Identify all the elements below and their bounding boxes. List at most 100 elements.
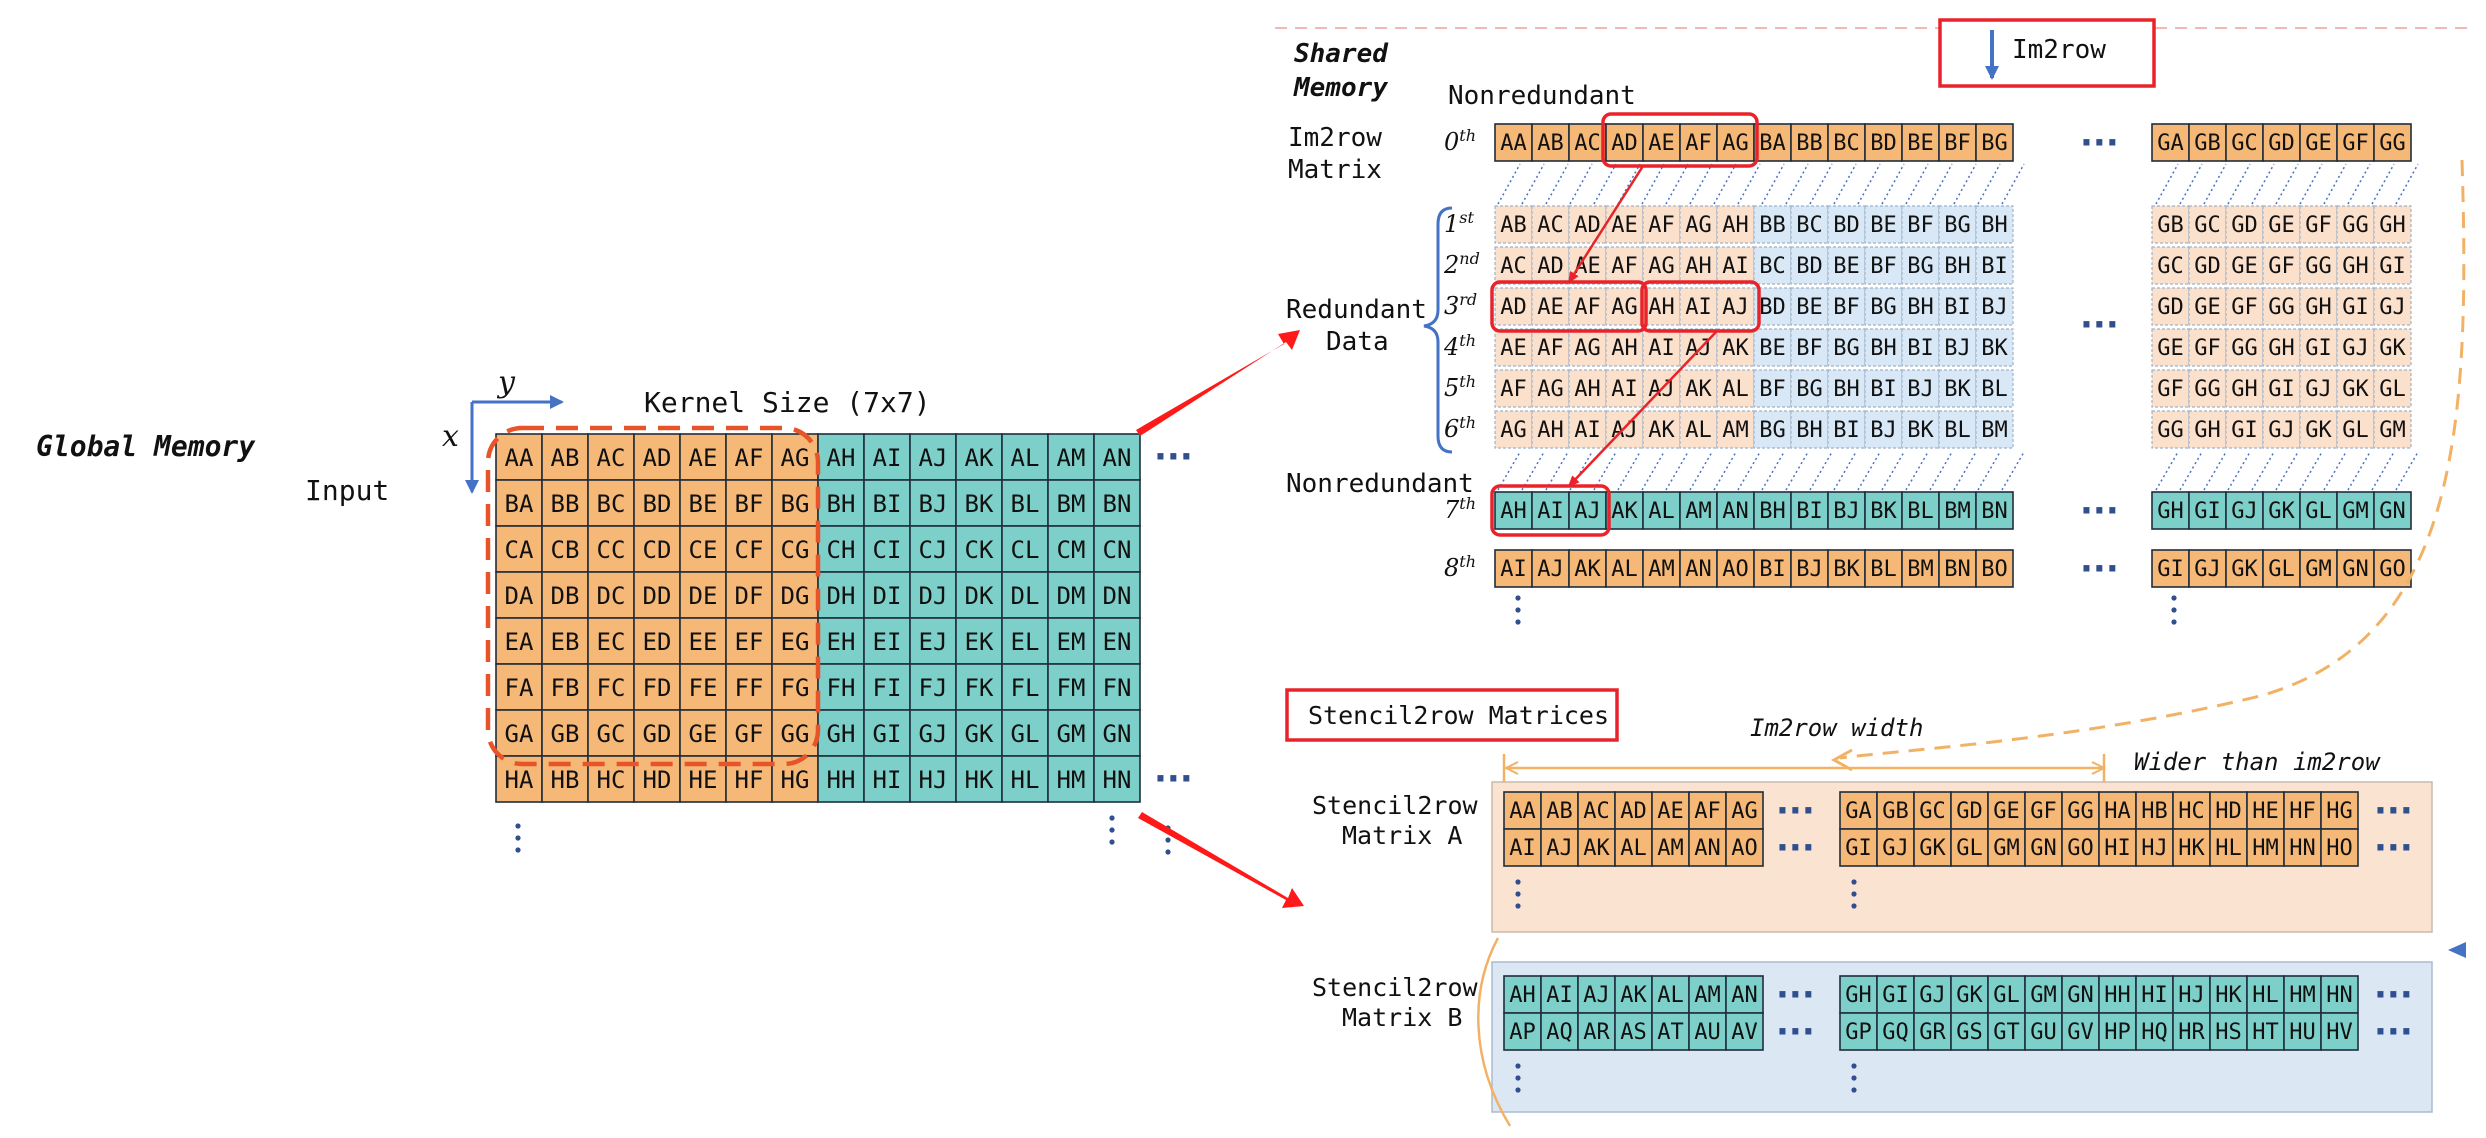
matrix-cell: DM	[1047, 571, 1095, 619]
cell-label: BA	[1759, 131, 1786, 156]
matrix-cell: EH	[817, 617, 865, 665]
cell-label: GJ	[919, 720, 948, 748]
cell-label: AJ	[1546, 836, 1573, 861]
matrix-cell: AC	[587, 433, 635, 481]
matrix-cell: BM	[1938, 491, 1977, 530]
cell-label: HJ	[2178, 983, 2205, 1008]
matrix-cell: AQ	[1540, 1012, 1579, 1051]
cell-label: AB	[1537, 131, 1564, 156]
cell-label: BK	[965, 490, 994, 518]
cell-label: BM	[1944, 499, 1971, 524]
cell-label: BI	[1981, 254, 2008, 279]
matrix-cell: GN	[1093, 709, 1141, 757]
vertical-ellipsis	[1851, 879, 1857, 909]
cell-label: GG	[2379, 131, 2406, 156]
hatch-lines	[1497, 163, 2025, 205]
cell-label: AF	[1500, 377, 1527, 402]
cell-label: GH	[827, 720, 856, 748]
axis-x-label: x	[442, 419, 459, 454]
matrix-cell: AE	[1642, 123, 1681, 162]
cell-label: AH	[1509, 983, 1536, 1008]
cell-label: BJ	[1981, 295, 2008, 320]
vertical-ellipsis	[1851, 1063, 1857, 1093]
matrix-cell: BG	[1864, 287, 1903, 326]
matrix-cell: BI	[863, 479, 911, 527]
stencil-b-label-1: Stencil2row	[1312, 973, 1479, 1002]
cell-label: CI	[873, 536, 902, 564]
matrix-cell: EL	[1001, 617, 1049, 665]
cell-label: BC	[1759, 254, 1786, 279]
cell-label: DJ	[919, 582, 948, 610]
matrix-cell: BE	[1901, 123, 1940, 162]
cell-label: AL	[1685, 418, 1712, 443]
matrix-cell: BF	[1753, 369, 1792, 408]
cell-label: DA	[505, 582, 534, 610]
im2row-box: Im2row	[1938, 18, 2156, 88]
matrix-cell: AI	[1568, 410, 1607, 449]
cell-label: BJ	[1907, 377, 1934, 402]
matrix-cell: AE	[679, 433, 727, 481]
matrix-cell: GH	[2373, 205, 2412, 244]
matrix-cell: GL	[1987, 975, 2026, 1014]
matrix-cell: FJ	[909, 663, 957, 711]
matrix-cell: HU	[2283, 1012, 2322, 1051]
matrix-cell: BF	[1864, 246, 1903, 285]
matrix-cell: AG	[1605, 287, 1644, 326]
cell-label: BM	[1981, 418, 2008, 443]
cell-label: AG	[1574, 336, 1601, 361]
cell-label: FB	[551, 674, 580, 702]
matrix-cell: AR	[1577, 1012, 1616, 1051]
cell-label: AI	[873, 444, 902, 472]
matrix-cell: BI	[1938, 287, 1977, 326]
cell-label: AJ	[1722, 295, 1749, 320]
matrix-cell: BD	[633, 479, 681, 527]
cell-label: FH	[827, 674, 856, 702]
matrix-cell: BK	[1901, 410, 1940, 449]
matrix-cell: AM	[1651, 828, 1690, 867]
cell-label: GM	[2305, 557, 2332, 582]
matrix-cell: GD	[2225, 205, 2264, 244]
matrix-cell: GA	[2151, 123, 2190, 162]
cell-label: GD	[643, 720, 672, 748]
matrix-cell: GL	[2373, 369, 2412, 408]
matrix-cell: DJ	[909, 571, 957, 619]
matrix-cell: BK	[1864, 491, 1903, 530]
matrix-cell: GL	[1001, 709, 1049, 757]
matrix-cell: HI	[2135, 975, 2174, 1014]
cell-label: GV	[2067, 1020, 2094, 1045]
cell-label: GI	[2194, 499, 2221, 524]
matrix-cell: HH	[817, 755, 865, 803]
cell-label: BK	[1833, 557, 1860, 582]
cell-label: AL	[1648, 499, 1675, 524]
cell-label: GJ	[2268, 418, 2295, 443]
matrix-cell: GC	[587, 709, 635, 757]
matrix-cell: BG	[1975, 123, 2014, 162]
matrix-cell: GD	[633, 709, 681, 757]
cell-label: AK	[1611, 499, 1638, 524]
matrix-cell: FL	[1001, 663, 1049, 711]
matrix-cell: CF	[725, 525, 773, 573]
matrix-cell: GF	[2188, 328, 2227, 367]
matrix-cell: FK	[955, 663, 1003, 711]
matrix-cell: AA	[1503, 791, 1542, 830]
cell-label: GH	[2379, 213, 2406, 238]
matrix-cell: AH	[817, 433, 865, 481]
matrix-cell: FN	[1093, 663, 1141, 711]
cell-label: AG	[1500, 418, 1527, 443]
cell-label: AF	[735, 444, 764, 472]
cell-label: DN	[1103, 582, 1132, 610]
cell-label: AO	[1722, 557, 1749, 582]
matrix-cell: ED	[633, 617, 681, 665]
matrix-cell: HL	[2246, 975, 2285, 1014]
cell-label: AV	[1731, 1020, 1758, 1045]
axis-y-label: y	[496, 365, 516, 400]
cell-label: GM	[2030, 983, 2057, 1008]
matrix-cell: BF	[1901, 205, 1940, 244]
matrix-cell: GE	[2188, 287, 2227, 326]
cell-label: AM	[1685, 499, 1712, 524]
cell-label: FF	[735, 674, 764, 702]
cell-label: GI	[1882, 983, 1909, 1008]
matrix-cell: BI	[1975, 246, 2014, 285]
cell-label: HE	[2252, 799, 2279, 824]
cell-label: BJ	[1796, 557, 1823, 582]
